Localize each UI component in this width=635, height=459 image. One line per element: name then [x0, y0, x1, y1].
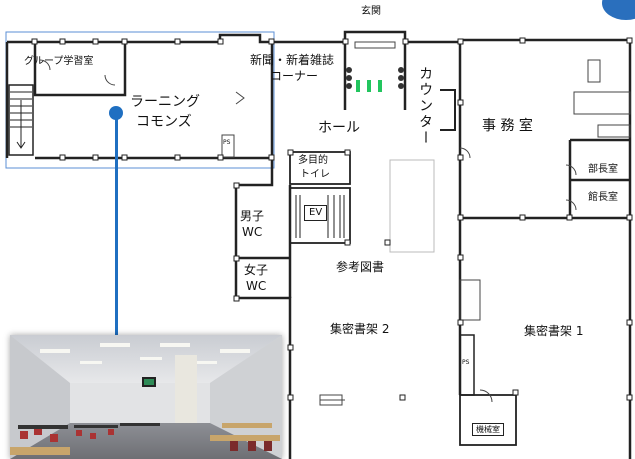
wall-group-study	[33, 42, 127, 97]
label-new-periodicals-line2: コーナー	[270, 69, 319, 83]
label-ps-1: PS	[223, 139, 231, 146]
label-ps-2: PS	[462, 359, 470, 366]
label-reference-books: 参考図書	[336, 260, 385, 274]
label-group-study: グループ学習室	[24, 56, 94, 67]
label-womens-wc-line1: 女子	[244, 263, 269, 277]
label-compact-stacks-2: 集密書架 2	[330, 322, 390, 336]
multipurpose-toilet-wall	[289, 151, 351, 185]
label-learning-commons-line1: ラーニング	[130, 94, 200, 110]
label-compact-stacks-1: 集密書架 1	[524, 324, 584, 338]
location-pin-icon	[109, 106, 123, 120]
label-multipurpose-toilet-line1: 多目的	[298, 155, 328, 166]
corner-accent-shape	[602, 0, 635, 20]
label-multipurpose-toilet-line2: トイレ	[300, 169, 330, 180]
green-marker	[356, 80, 360, 92]
label-machine-room: 機械室	[472, 423, 504, 437]
label-learning-commons-line2: コモンズ	[136, 114, 192, 130]
label-new-periodicals-line1: 新聞・新着雑誌	[250, 53, 335, 67]
label-mens-wc-line1: 男子	[240, 209, 265, 223]
label-director-room: 館長室	[588, 192, 618, 203]
label-entrance: 玄関	[361, 6, 381, 17]
machine-room-wall	[459, 394, 517, 446]
label-office: 事 務 室	[482, 118, 533, 134]
wall-main-left	[234, 158, 292, 459]
learning-commons-photo	[10, 335, 282, 459]
label-elevator: EV	[304, 205, 328, 221]
label-womens-wc-line2: WC	[246, 279, 267, 293]
location-pin-line	[115, 112, 118, 336]
label-dept-head-room: 部長室	[588, 164, 618, 175]
green-marker	[367, 80, 371, 92]
green-marker	[378, 80, 382, 92]
stairs-left	[8, 84, 34, 156]
label-hall: ホール	[318, 120, 360, 136]
label-counter: カウンター	[417, 66, 434, 146]
label-mens-wc-line2: WC	[242, 225, 263, 239]
